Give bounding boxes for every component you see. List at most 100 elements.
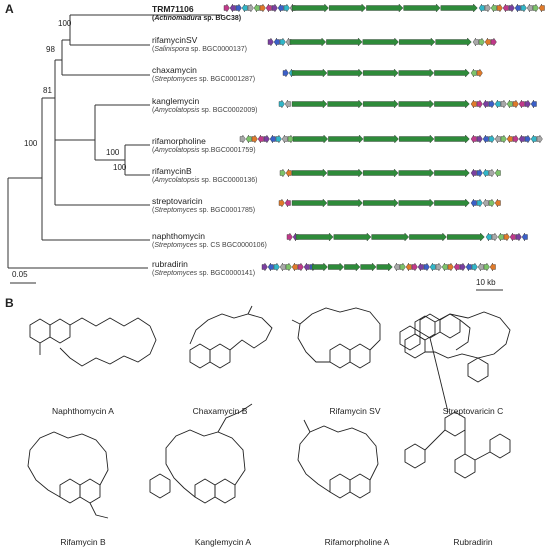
taxon-label: chaxamycin (Streptomyces sp. BGC0001287) (152, 65, 256, 83)
gene-arrow (245, 134, 252, 144)
structure-name: Chaxamycin B (192, 406, 248, 416)
gene-arrow (447, 262, 454, 272)
gene-arrow (538, 3, 545, 13)
structure-rifamorpholine-a (297, 419, 379, 499)
gene-arrow (295, 232, 334, 242)
gene-arrow (393, 262, 400, 272)
gene-arrow (284, 198, 291, 208)
gene-arrow (434, 134, 470, 144)
gene-arrow (478, 37, 485, 47)
gene-arrow (500, 99, 507, 109)
gene-arrow (403, 3, 441, 13)
gene-arrow (435, 262, 442, 272)
gene-arrow (490, 3, 497, 13)
gene-arrow (434, 168, 470, 178)
gene-arrow (482, 134, 489, 144)
taxon-label: rifamycinSV (Salinispora sp. BGC0000137) (152, 35, 247, 53)
gene-arrow (297, 262, 304, 272)
gene-arrow (478, 3, 485, 13)
gene-arrow (362, 37, 399, 47)
gene-arrow (434, 198, 470, 208)
gene-arrow (267, 37, 274, 47)
taxon-label: naphthomycin (Streptomyces sp. CS BGC000… (152, 231, 267, 249)
gene-arrow (273, 262, 280, 272)
gene-arrow (292, 134, 329, 144)
gene-arrow (503, 232, 510, 242)
gene-arrow (470, 99, 477, 109)
gene-arrow (524, 134, 531, 144)
gene-arrow (497, 232, 504, 242)
gene-arrow (477, 262, 484, 272)
panel-b-label: B (5, 296, 14, 310)
gene-arrow (239, 134, 246, 144)
gene-arrow (278, 198, 285, 208)
gene-arrow (470, 68, 477, 78)
gene-arrow (459, 262, 466, 272)
gene-arrow (429, 262, 436, 272)
structure-name: Kanglemycin A (194, 537, 252, 547)
phylogenetic-tree (7, 3, 545, 291)
structure-name: Rifamycin B (60, 537, 106, 547)
gene-arrow (282, 68, 289, 78)
structure-rifamycin-sv (291, 307, 381, 369)
gene-arrow (257, 134, 264, 144)
structure-name: Streptovaricin C (442, 406, 504, 416)
taxon-label: rubradirin (Streptomyces sp. BGC0000141) (152, 259, 256, 277)
gene-arrow (398, 99, 435, 109)
gene-arrow (506, 99, 513, 109)
gene-arrow (363, 134, 399, 144)
gene-arrow (440, 3, 478, 13)
gene-arrow (283, 3, 290, 13)
gene-arrow (291, 262, 298, 272)
gene-arrow (483, 262, 490, 272)
gene-arrow (509, 232, 516, 242)
gene-arrow (524, 99, 531, 109)
gene-arrow (263, 134, 270, 144)
gene-arrow (269, 134, 276, 144)
structure-naphthomycin-a (29, 317, 157, 367)
structure-name: Naphthomycin A (52, 406, 114, 416)
gene-arrow (521, 232, 528, 242)
tree-branches (7, 14, 222, 269)
gene-arrow (398, 198, 435, 208)
gene-arrow (471, 262, 478, 272)
bootstrap-value: 98 (46, 45, 55, 54)
gene-arrow (291, 3, 329, 13)
gene-arrow (328, 134, 364, 144)
gene-arrow (329, 3, 367, 13)
gene-arrow (279, 262, 286, 272)
gene-arrow (398, 168, 435, 178)
gene-arrow (512, 99, 519, 109)
gene-arrow (500, 134, 507, 144)
gene-arrow (435, 37, 472, 47)
taxon-label: TRM71106 (Actinomadura sp. BGC38) (152, 4, 242, 22)
tree-scale-label: 0.05 (12, 270, 28, 279)
gene-arrow (508, 3, 515, 13)
cluster-scale-label: 10 kb (476, 278, 496, 287)
gene-arrow (485, 232, 492, 242)
gene-arrow (286, 232, 293, 242)
gene-arrow (253, 3, 260, 13)
structure-name: Rubradirin (453, 537, 493, 547)
gene-arrow (261, 262, 268, 272)
gene-arrow (284, 99, 291, 109)
gene-arrow (291, 99, 328, 109)
gene-arrow (344, 262, 361, 272)
gene-arrow (530, 99, 537, 109)
bootstrap-value: 100 (113, 163, 127, 172)
gene-arrow (514, 3, 521, 13)
bootstrap-value: 100 (24, 139, 38, 148)
gene-arrow (494, 99, 501, 109)
gene-arrow (275, 134, 282, 144)
panel-a-label: A (5, 2, 14, 16)
bootstrap-value: 100 (58, 19, 72, 28)
gene-arrow (409, 232, 447, 242)
gene-arrow (532, 3, 539, 13)
gene-arrow (281, 134, 288, 144)
gene-arrow (434, 99, 470, 109)
gene-arrow (476, 134, 483, 144)
gene-arrow (366, 3, 404, 13)
gene-arrow (363, 99, 399, 109)
gene-arrow (476, 198, 483, 208)
gene-arrow (285, 168, 292, 178)
